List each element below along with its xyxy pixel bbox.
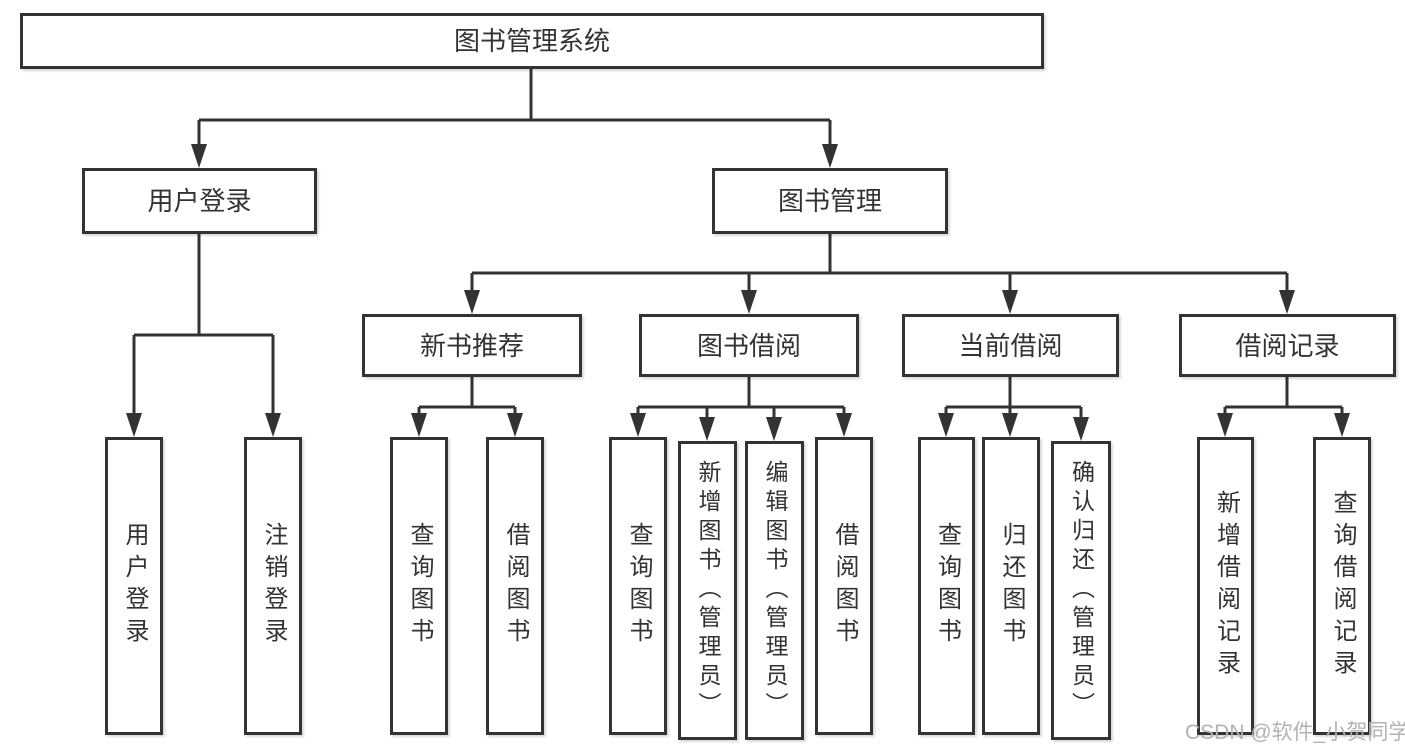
node-label: 借阅记录 <box>1235 330 1340 361</box>
leaf-query-books-borrowing: 查询图书 <box>609 437 667 735</box>
node-label: 新增图书（管理员） <box>695 460 721 721</box>
node-book-management: 图书管理 <box>712 168 948 234</box>
node-library-management-system: 图书管理系统 <box>20 13 1044 69</box>
node-label: 图书管理系统 <box>453 26 610 56</box>
connector-book-borrowing-to-leaves <box>630 377 852 441</box>
leaf-logout-login: 注销登录 <box>244 437 302 735</box>
leaf-confirm-return-admin: 确认归还（管理员） <box>1051 441 1111 740</box>
node-label: 归还图书 <box>998 522 1025 650</box>
leaf-user-login: 用户登录 <box>105 437 163 735</box>
node-label: 当前借阅 <box>958 330 1063 361</box>
node-user-login: 用户登录 <box>82 168 317 234</box>
node-label: 新增借阅记录 <box>1212 490 1240 682</box>
node-label: 新书推荐 <box>419 330 524 361</box>
connector-user-login-to-leaves <box>126 234 281 437</box>
connector-root-to-level2 <box>191 69 838 168</box>
node-label: 用户登录 <box>121 522 148 650</box>
node-label: 注销登录 <box>260 522 287 650</box>
node-label: 查询图书 <box>406 522 433 650</box>
leaf-query-books-current: 查询图书 <box>918 437 975 735</box>
leaf-query-books-recommendation: 查询图书 <box>390 437 448 735</box>
leaf-edit-book-admin: 编辑图书（管理员） <box>745 441 804 740</box>
node-label: 用户登录 <box>147 186 252 216</box>
leaf-return-books: 归还图书 <box>982 437 1040 735</box>
node-label: 查询借阅记录 <box>1329 490 1356 682</box>
connector-current-borrowing-to-leaves <box>938 377 1089 441</box>
node-label: 查询图书 <box>625 522 652 650</box>
csdn-watermark: CSDN @软件_小贺同学 <box>1185 721 1405 744</box>
node-current-borrowing: 当前借阅 <box>902 314 1119 377</box>
leaf-borrow-books-recommendation: 借阅图书 <box>486 437 544 735</box>
node-label: 借阅图书 <box>502 522 529 650</box>
connector-borrowing-records-to-leaves <box>1217 377 1350 437</box>
leaf-add-borrow-record: 新增借阅记录 <box>1197 437 1254 735</box>
node-borrowing-records: 借阅记录 <box>1179 314 1396 377</box>
node-label: 编辑图书（管理员） <box>762 460 788 721</box>
node-label: 借阅图书 <box>831 522 858 650</box>
leaf-borrow-books-borrowing: 借阅图书 <box>815 437 873 735</box>
connector-book-management-to-level3 <box>464 234 1295 314</box>
node-new-book-recommendation: 新书推荐 <box>362 314 582 377</box>
leaf-query-borrow-record: 查询借阅记录 <box>1313 437 1371 735</box>
node-label: 图书借阅 <box>696 330 801 361</box>
node-label: 图书管理 <box>777 186 882 216</box>
connector-new-book-rec-to-leaves <box>411 377 523 437</box>
leaf-add-book-admin: 新增图书（管理员） <box>678 441 737 740</box>
node-label: 查询图书 <box>933 522 961 650</box>
node-book-borrowing: 图书借阅 <box>639 314 859 377</box>
node-label: 确认归还（管理员） <box>1068 460 1095 721</box>
